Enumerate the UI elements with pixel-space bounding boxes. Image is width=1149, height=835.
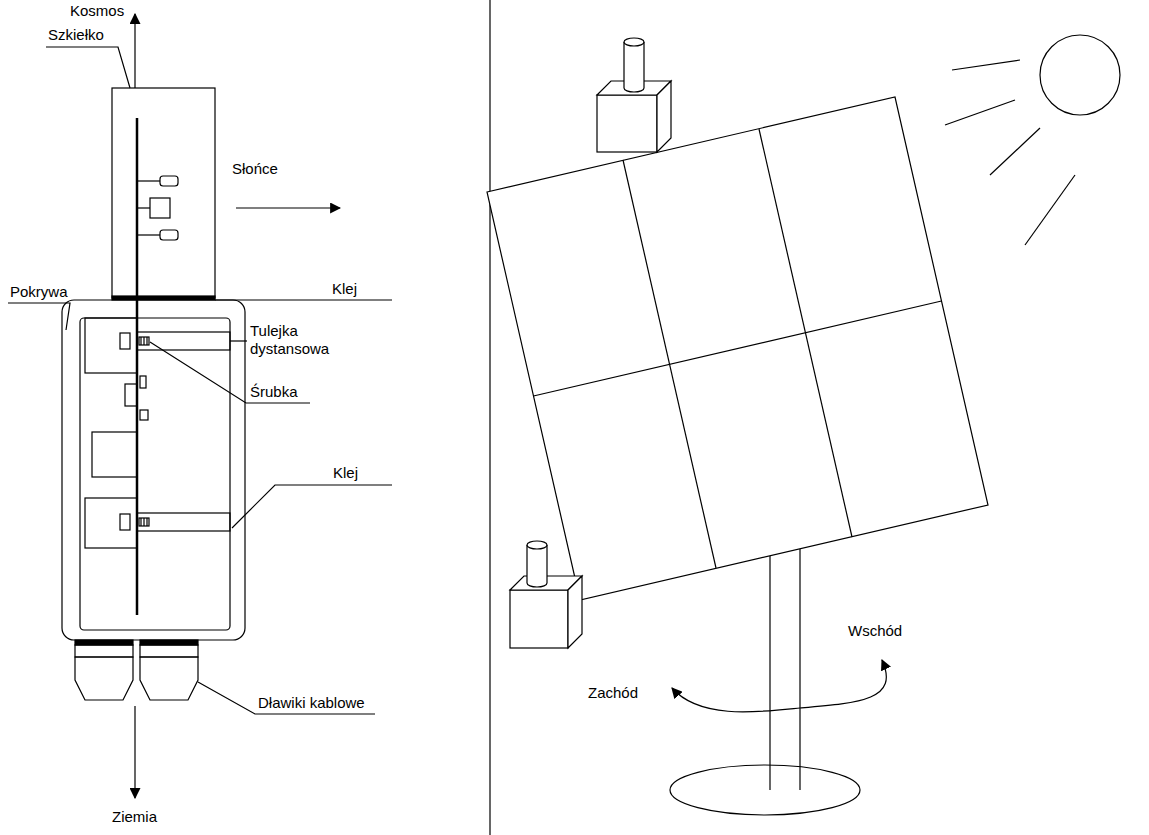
earth-arrow bbox=[134, 706, 135, 798]
sensor-housing bbox=[510, 590, 568, 648]
gland-seal bbox=[140, 640, 198, 645]
screw-shaft bbox=[139, 337, 149, 345]
part-label: Dławiki kablowe bbox=[258, 694, 365, 712]
component-box bbox=[85, 498, 137, 548]
sensor-tube bbox=[527, 541, 547, 549]
housing-inner-wall bbox=[80, 318, 230, 630]
screw-thread bbox=[143, 337, 144, 345]
screw-thread bbox=[143, 518, 144, 526]
part-label: Klej bbox=[333, 464, 358, 482]
sensor-tube bbox=[624, 42, 644, 92]
screw-head bbox=[120, 333, 130, 349]
screw-head bbox=[120, 514, 130, 530]
screw-thread bbox=[146, 337, 147, 345]
cable-gland bbox=[140, 657, 198, 700]
sensor-lead bbox=[137, 234, 160, 235]
leader-line bbox=[230, 340, 247, 341]
photo-sensor bbox=[160, 176, 178, 186]
spacer-sleeve bbox=[137, 513, 230, 531]
gland-nut bbox=[140, 645, 198, 657]
sensor-lead bbox=[137, 207, 150, 208]
part-label: Zachód bbox=[588, 684, 638, 702]
sun-ray bbox=[990, 128, 1040, 175]
part-label: Klej bbox=[332, 280, 357, 298]
leader-line bbox=[232, 485, 392, 528]
gland-seal bbox=[75, 640, 133, 645]
panel-grid bbox=[534, 301, 942, 396]
component-box bbox=[140, 376, 146, 388]
component-box bbox=[125, 384, 137, 406]
part-label: Pokrywa bbox=[10, 283, 68, 301]
sun bbox=[1040, 35, 1120, 115]
part-label: Wschód bbox=[848, 622, 902, 640]
glass-cover bbox=[112, 88, 215, 298]
sun-ray bbox=[952, 60, 1020, 70]
leader-line bbox=[198, 682, 375, 714]
space-arrow bbox=[134, 14, 135, 88]
screw-shaft bbox=[139, 518, 149, 526]
screw-thread bbox=[146, 518, 147, 526]
spacer-sleeve bbox=[137, 332, 230, 350]
leader-line bbox=[46, 47, 130, 88]
cable-gland bbox=[75, 657, 133, 700]
pole bbox=[769, 556, 770, 790]
sensor-housing bbox=[657, 81, 671, 152]
part-label: Ziemia bbox=[112, 808, 157, 826]
sensor-lead bbox=[137, 180, 160, 181]
part-label: Szkiełko bbox=[48, 26, 104, 44]
sun-ray bbox=[945, 100, 1015, 125]
gland-nut bbox=[75, 645, 133, 657]
photo-sensor bbox=[160, 230, 178, 240]
solar-panel bbox=[487, 97, 988, 600]
component-box bbox=[92, 432, 137, 477]
sensor-tube bbox=[527, 545, 547, 587]
part-label: Śrubka bbox=[250, 383, 298, 401]
sun-arrow bbox=[236, 207, 340, 208]
leader-line bbox=[215, 299, 392, 300]
sensor-housing bbox=[597, 95, 657, 152]
photo-sensor bbox=[150, 198, 170, 218]
part-label: Słońce bbox=[232, 160, 278, 178]
screw-thread bbox=[140, 518, 141, 526]
sun-ray bbox=[1025, 175, 1075, 245]
pole-base bbox=[670, 765, 860, 815]
part-label: Kosmos bbox=[70, 2, 124, 20]
screw-thread bbox=[140, 337, 141, 345]
pole bbox=[799, 549, 800, 790]
component-box bbox=[140, 410, 148, 420]
sensor-housing bbox=[568, 576, 582, 648]
leader-line bbox=[8, 303, 70, 330]
component-box bbox=[85, 318, 137, 373]
sensor-tube bbox=[624, 38, 644, 46]
part-label: Tulejka dystansowa bbox=[250, 322, 345, 358]
rotation-arrow bbox=[672, 660, 886, 712]
divider-line bbox=[489, 0, 490, 835]
housing-cover bbox=[62, 300, 245, 640]
